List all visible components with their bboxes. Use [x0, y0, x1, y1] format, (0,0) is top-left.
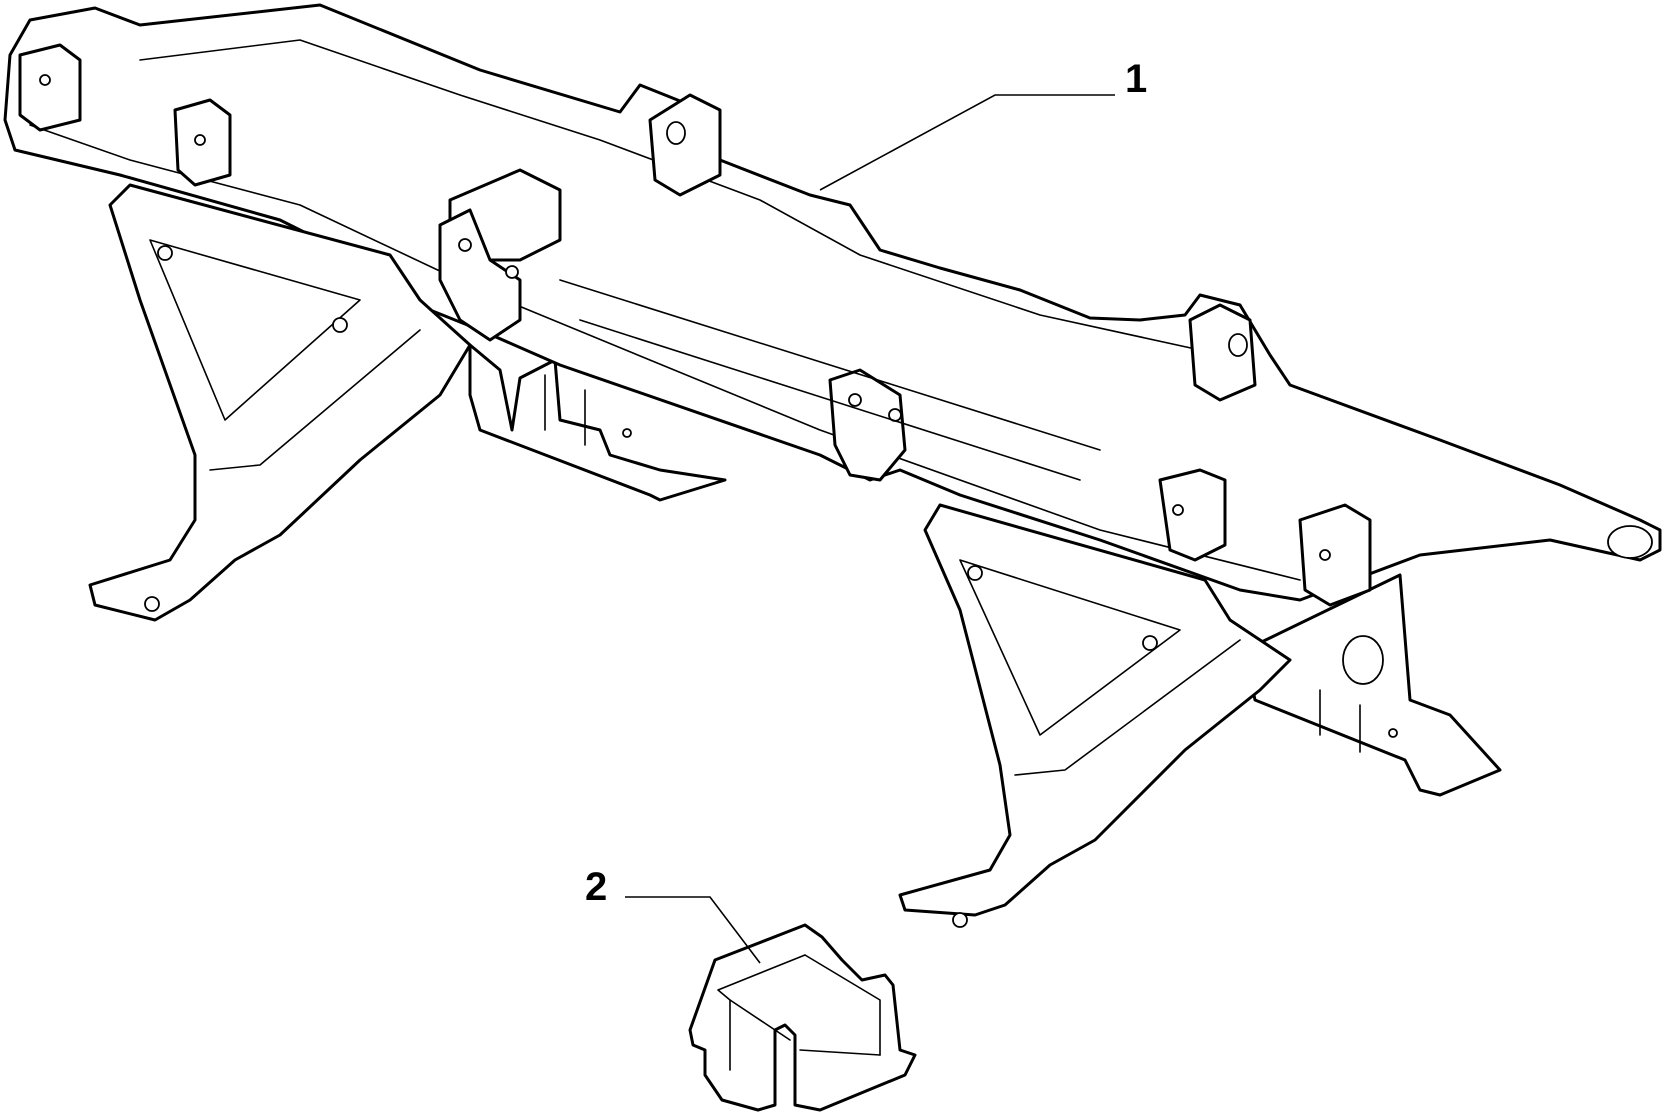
bushing-part — [688, 923, 917, 1112]
callout-1-leader — [819, 94, 1115, 191]
callout-2-leader — [625, 896, 761, 964]
right-side-bracket — [898, 503, 1292, 928]
callout-2-label: 2 — [585, 865, 607, 909]
left-front-leg — [468, 343, 727, 502]
rear-brackets — [18, 43, 1384, 685]
left-side-bracket — [88, 183, 472, 622]
callout-1-label: 1 — [1125, 57, 1147, 101]
axle-frame-part — [3, 3, 1662, 928]
callout-2: 2 — [585, 865, 761, 964]
center-cross-members — [438, 93, 1257, 482]
callout-1: 1 — [819, 57, 1147, 191]
right-front-leg — [1243, 573, 1502, 797]
